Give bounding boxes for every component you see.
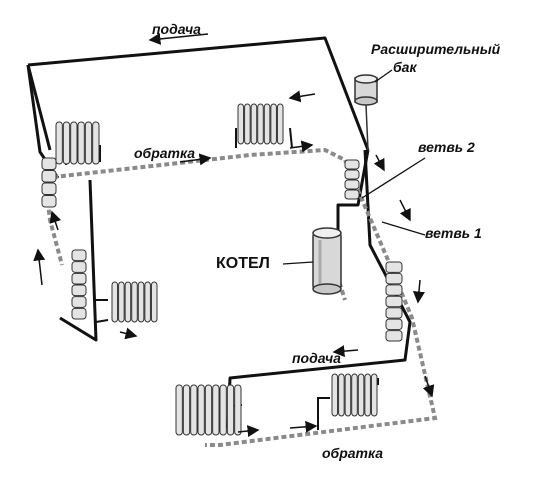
return-label-top: обратка [134,145,196,161]
supply-label-bottom: подача [292,350,341,366]
radiator-connections [65,127,379,430]
branch-2-label: ветвь 2 [418,139,475,155]
radiator-left-bottom [111,281,158,323]
boiler-icon [312,227,342,295]
radiator-bottom-right [331,373,378,417]
supply-pipe [26,36,412,429]
expansion-tank-label-line1: Расширительный [371,41,501,57]
flow-arrows [33,32,435,438]
radiator-top-middle [237,103,284,145]
supply-label-top: подача [152,21,201,37]
branch-1-label: ветвь 1 [425,225,482,241]
expansion-tank-label-line2: бак [393,59,417,75]
leader-lines [282,69,426,265]
radiator-right-wall-upper [344,159,360,200]
radiator-bottom-left [175,384,242,436]
return-label-bottom: обратка [322,445,384,461]
boiler-label: КОТЕЛ [216,255,270,272]
radiator-left-wall-upper [41,157,57,208]
radiator-left-wall-lower [71,249,87,320]
radiator-right-wall-lower [385,261,403,342]
radiator-top-left [55,121,100,165]
expansion-tank-icon [354,74,378,151]
